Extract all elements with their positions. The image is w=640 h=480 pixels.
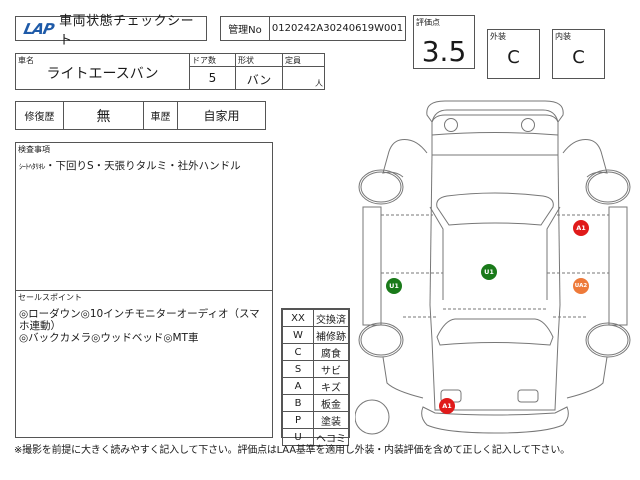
vehicle-name-label: 車名 xyxy=(18,56,34,65)
damage-mark-a1-right-front[interactable]: A1 xyxy=(573,220,589,236)
inspection-notes-label: 検査事項 xyxy=(18,145,50,154)
interior-grade-value: C xyxy=(572,47,585,68)
management-number-box: 管理No 0120242A30240619W001 xyxy=(220,16,406,41)
evaluation-score-label: 評価点 xyxy=(416,18,440,27)
lap-logo: LAP xyxy=(22,19,56,38)
body-shape-label: 形状 xyxy=(238,56,254,65)
body-shape-cell: 形状 バン xyxy=(236,54,283,89)
repair-history-label: 修復歴 xyxy=(16,102,64,129)
body-shape-value: バン xyxy=(246,73,272,87)
vehicle-name-value: ライトエースバン xyxy=(46,66,159,82)
sales-points-label: セールスポイント xyxy=(18,293,82,302)
interior-grade-label: 内装 xyxy=(555,32,571,41)
exterior-grade-value: C xyxy=(507,47,520,68)
vehicle-name-cell: 車名 ライトエースバン xyxy=(16,54,190,89)
damage-mark-u1-left[interactable]: U1 xyxy=(386,278,402,294)
inspection-notes-main: ・下回りS・天張りタルミ・社外ハンドル xyxy=(45,160,241,172)
inspection-notes-text: ｼｰﾄﾍﾀﾘｷﾚ・下回りS・天張りタルミ・社外ハンドル xyxy=(19,158,241,173)
capacity-unit: 人 xyxy=(315,79,323,88)
interior-grade-box: 内装 C xyxy=(552,29,605,79)
vehicle-info-row: 車名 ライトエースバン ドア数 5 形状 バン 定員 人 xyxy=(15,53,325,90)
usage-history-label: 車歴 xyxy=(144,102,178,129)
inspection-notes-small: ｼｰﾄﾍﾀﾘｷﾚ xyxy=(19,162,46,171)
sheet-title: 車両状態チェックシート xyxy=(59,13,195,48)
damage-mark-ua2-right-rear[interactable]: UA2 xyxy=(573,278,589,294)
repair-history-value: 無 xyxy=(64,102,144,129)
vehicle-damage-diagram: A1 U1 U1 UA2 A1 xyxy=(354,95,640,435)
inspection-notes-box: 検査事項 ｼｰﾄﾍﾀﾘｷﾚ・下回りS・天張りタルミ・社外ハンドル xyxy=(15,142,273,291)
door-count-label: ドア数 xyxy=(192,56,216,65)
sales-points-line-2: ◎バックカメラ◎ウッドベッド◎MT車 xyxy=(19,332,199,344)
evaluation-score-box: 評価点 3.5 xyxy=(413,15,475,69)
capacity-cell: 定員 人 xyxy=(283,54,324,89)
evaluation-score-value: 3.5 xyxy=(421,35,467,68)
exterior-grade-box: 外装 C xyxy=(487,29,540,79)
history-row: 修復歴 無 車歴 自家用 xyxy=(15,101,266,130)
car-outline-icon xyxy=(354,100,631,435)
exterior-grade-label: 外装 xyxy=(490,32,506,41)
sheet-title-box: LAP 車両状態チェックシート xyxy=(15,14,207,48)
capacity-label: 定員 xyxy=(285,56,301,65)
sales-points-box: セールスポイント ◎ローダウン◎10インチモニターオーディオ（スマホ連動） ◎バ… xyxy=(15,290,273,438)
footer-note: ※撮影を前提に大きく読みやすく記入して下さい。評価点はLAA基準を適用し外装・内… xyxy=(14,445,570,456)
damage-mark-u1-roof[interactable]: U1 xyxy=(481,264,497,280)
sales-points-text: ◎ローダウン◎10インチモニターオーディオ（スマホ連動） ◎バックカメラ◎ウッド… xyxy=(19,308,268,344)
sales-points-line-1: ◎ローダウン◎10インチモニターオーディオ（スマホ連動） xyxy=(19,308,260,332)
damage-mark-a1-rear[interactable]: A1 xyxy=(439,398,455,414)
door-count-cell: ドア数 5 xyxy=(190,54,236,89)
usage-history-value: 自家用 xyxy=(203,109,240,123)
management-number-value: 0120242A30240619W001 xyxy=(271,23,404,34)
door-count-value: 5 xyxy=(208,71,217,85)
management-number-label: 管理No xyxy=(221,17,270,40)
